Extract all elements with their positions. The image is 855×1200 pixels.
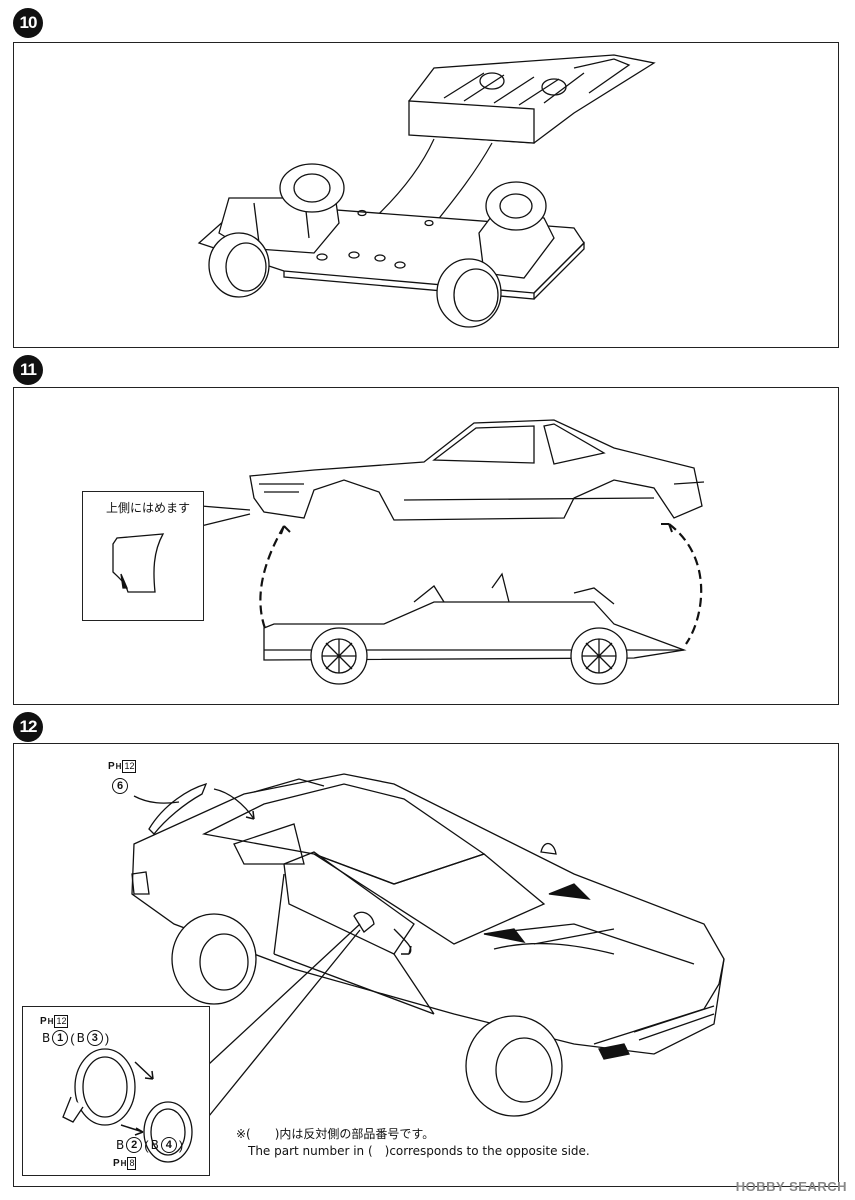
step-12-mirror-inset [22, 1006, 210, 1176]
footnote-en: The part number in ( )corresponds to the… [248, 1144, 590, 1158]
watermark: HOBBY SEARCH [735, 1179, 847, 1194]
step-12-car-illustration [131, 773, 725, 1117]
mirror-part-b: B 2 (B 4) [116, 1137, 184, 1153]
step-10-badge: 10 [13, 8, 43, 38]
fender-clip-detail [112, 533, 165, 593]
mirror-assembly-detail [62, 1048, 193, 1163]
step-10-panel [13, 42, 839, 348]
mirror-part-a: B 1 (B 3) [42, 1030, 110, 1046]
step-11-inset [82, 491, 204, 621]
step-11-panel: 上側にはめます [13, 387, 839, 705]
footnote-jp: ※( )内は反対側の部品番号です。 [236, 1127, 435, 1141]
spoiler-part-number: 6 [112, 778, 128, 794]
step-11-badge: 11 [13, 355, 43, 385]
footnote: ※( )内は反対側の部品番号です。 The part number in ( )… [236, 1126, 590, 1160]
step-10-chassis-illustration [197, 54, 656, 328]
step-12-panel [13, 743, 839, 1187]
step-12-badge: 12 [13, 712, 43, 742]
step-11-body-illustration [200, 419, 705, 685]
inset-note: 上側にはめます [106, 501, 191, 515]
